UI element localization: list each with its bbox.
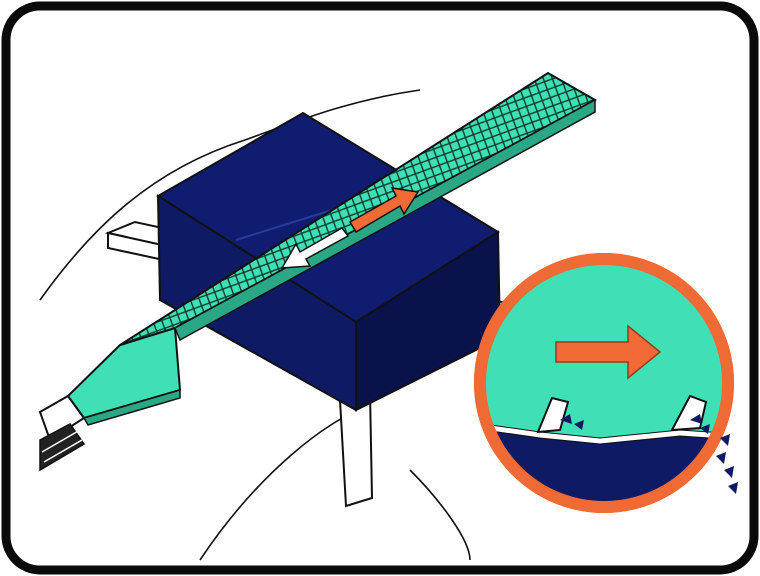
falling-chips-icon bbox=[716, 434, 738, 494]
push-direction-arrow-icon bbox=[348, 187, 420, 234]
flat-file-icon bbox=[66, 71, 598, 426]
return-direction-arrow-icon bbox=[280, 227, 350, 269]
metal-chips-icon bbox=[560, 414, 710, 434]
magnified-surface bbox=[480, 421, 728, 445]
vise-outline-curve-right bbox=[409, 469, 471, 561]
file-teeth-icon bbox=[536, 394, 708, 434]
vise-outline-curve bbox=[39, 89, 421, 301]
magnified-push-arrow-icon bbox=[555, 324, 662, 380]
